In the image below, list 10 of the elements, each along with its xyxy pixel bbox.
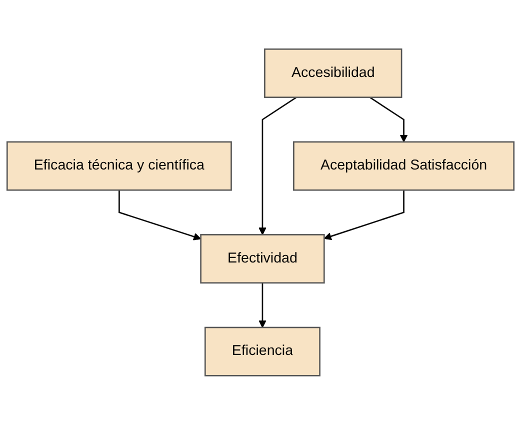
node-box: Eficiencia — [204, 326, 320, 376]
node-box: Efectividad — [200, 234, 325, 284]
arrow — [324, 190, 404, 240]
node-box: Eficacia técnica y científica — [6, 141, 232, 191]
arrow — [369, 96, 408, 142]
arrow — [258, 96, 297, 236]
node-box: Accesibilidad — [264, 48, 402, 98]
arrow — [258, 282, 266, 328]
node-box: Aceptabilidad Satisfacción — [293, 141, 515, 191]
arrow — [118, 190, 202, 240]
